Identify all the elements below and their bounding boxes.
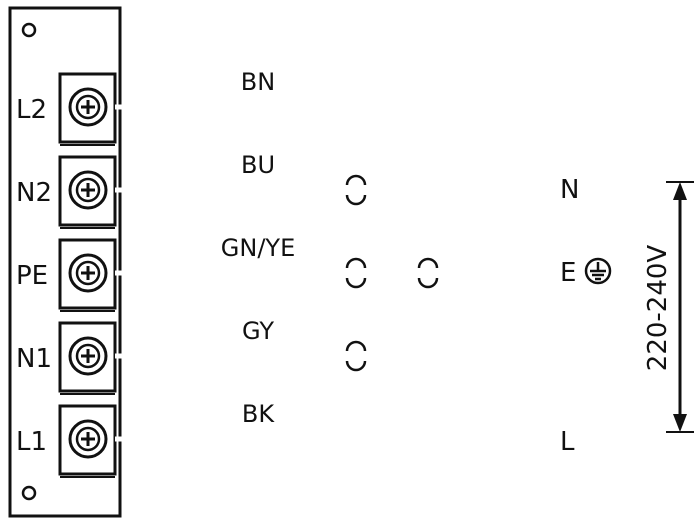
- mounting-hole-icon: [21, 22, 37, 38]
- supply-label-e: E: [560, 258, 576, 288]
- terminal-label-n2: N2: [16, 178, 52, 208]
- supply-label-l: L: [560, 427, 575, 457]
- wire-cross-gy-arc-bot: [345, 360, 367, 372]
- wire-label-gnye: GN/YE: [221, 234, 295, 262]
- wire-label-bu: BU: [241, 151, 275, 179]
- terminal-label-l1: L1: [16, 427, 47, 457]
- wire-gy-core: [115, 198, 413, 359]
- screw-terminal-icon: [68, 419, 108, 459]
- terminal-label-pe: PE: [16, 261, 48, 291]
- wire-label-bn: BN: [241, 68, 275, 96]
- terminal-block-l2: [58, 72, 117, 146]
- screw-terminal-icon: [68, 170, 108, 210]
- mounting-hole-icon: [21, 485, 37, 501]
- wire-cross-pe-bus-arc-bot: [417, 277, 439, 289]
- screw-terminal-icon: [68, 253, 108, 293]
- wire-cross-bu-gap: [347, 184, 365, 196]
- wire-cross-gy-arc-top: [345, 340, 367, 352]
- terminal-label-n1: N1: [16, 344, 52, 374]
- voltage-label: 220-240V: [643, 245, 673, 372]
- terminal-block-n1: [58, 321, 117, 395]
- screw-terminal-icon: [68, 87, 108, 127]
- wire-cross-gnye-arc-top: [345, 257, 367, 269]
- supply-label-n: N: [560, 175, 579, 205]
- wire-cross-pe-bus-arc-top: [417, 257, 439, 269]
- terminal-block-n2: [58, 155, 117, 229]
- wire-cross-gnye-gap: [347, 267, 365, 279]
- wire-cross-gy-gap: [347, 350, 365, 362]
- earth-ground-icon: [584, 257, 612, 285]
- terminal-block-l1: [58, 404, 117, 478]
- wire-bn: [115, 105, 520, 433]
- terminal-block-pe: [58, 238, 117, 312]
- wire-cross-pe-bus-gap: [419, 267, 437, 279]
- wire-bn-core: [115, 104, 520, 434]
- screw-terminal-icon: [68, 336, 108, 376]
- wire-cross-bu-arc-bot: [345, 194, 367, 206]
- wire-label-bk: BK: [242, 400, 275, 428]
- voltage-arrow: [666, 181, 694, 433]
- terminal-label-l2: L2: [16, 95, 47, 125]
- wire-cross-bu-arc-top: [345, 174, 367, 186]
- wire-cross-gnye-arc-bot: [345, 277, 367, 289]
- wire-label-gy: GY: [242, 317, 274, 345]
